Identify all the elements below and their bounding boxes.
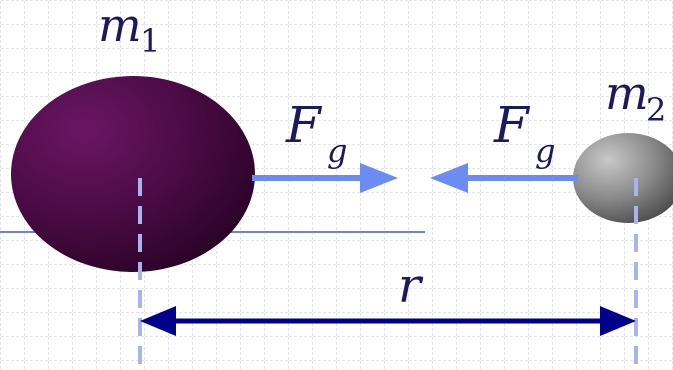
mass2-symbol: m bbox=[605, 66, 649, 120]
force-right-symbol: F bbox=[494, 96, 529, 154]
distance-label: r bbox=[398, 258, 421, 314]
force-right-subscript: g bbox=[535, 132, 556, 170]
mass1-symbol: m bbox=[98, 0, 142, 52]
mass1-subscript: 1 bbox=[140, 22, 161, 60]
force-left-symbol: F bbox=[286, 96, 321, 154]
distance-arrow-icon bbox=[140, 306, 636, 336]
force-arrow-m1-icon bbox=[252, 163, 398, 193]
mass2-subscript: 2 bbox=[646, 91, 667, 129]
force-arrow-m2-icon bbox=[430, 163, 578, 193]
force-left-subscript: g bbox=[327, 132, 348, 170]
mass2-sphere-icon bbox=[573, 133, 673, 223]
mass1-sphere-icon bbox=[11, 76, 255, 272]
